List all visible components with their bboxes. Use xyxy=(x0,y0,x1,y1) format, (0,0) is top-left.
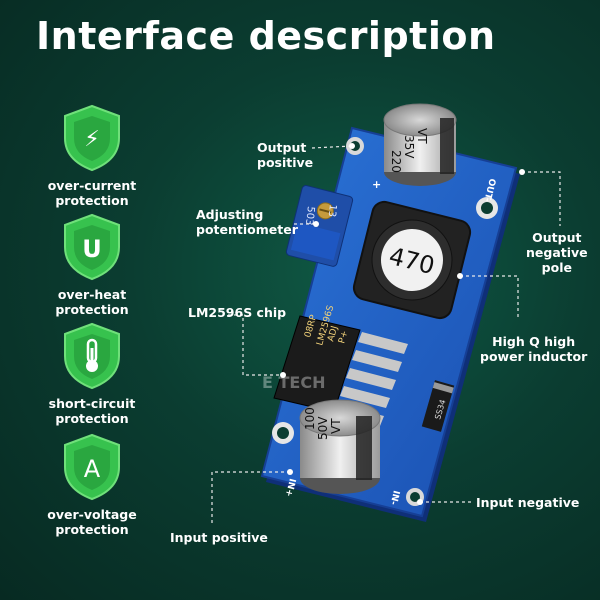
feature-over-current: ⚡ over-current protection xyxy=(40,104,144,208)
callout-line: Adjusting xyxy=(196,207,264,222)
out-plus-marking: + xyxy=(372,178,381,191)
feature-over-voltage: A over-voltage protection xyxy=(40,433,144,537)
feature-glyph: ⚡ xyxy=(84,127,99,152)
inductor xyxy=(352,200,472,320)
callout-line: negative xyxy=(526,245,588,260)
callout-lm2596s-chip: LM2596S chip xyxy=(188,305,287,320)
chip-marking-4: P+ xyxy=(337,330,350,345)
cap-bottom-marking-3: VT xyxy=(329,418,343,434)
thermometer-icon xyxy=(64,322,120,390)
callout-input-positive: Input positive xyxy=(170,530,268,545)
callout-input-negative: Input negative xyxy=(476,495,580,510)
cap-bottom-marking-1: 100 xyxy=(303,407,317,430)
watermark: E TECH xyxy=(262,373,325,392)
in-minus-marking: IN- xyxy=(387,489,400,506)
feature-label-line-1: over-heat xyxy=(57,287,127,302)
feature-label-line-1: over-current xyxy=(47,178,137,193)
capacitor-top xyxy=(383,103,457,186)
callout-output-negative: Output negative pole xyxy=(526,230,588,275)
potentiometer xyxy=(285,185,354,267)
callout-line: Output xyxy=(532,230,582,245)
potentiometer-marking-2: 13 xyxy=(326,204,338,218)
cap-bottom-marking-2: 50V xyxy=(316,416,330,440)
diode-ss34 xyxy=(421,380,455,432)
feature-label-line-1: over-voltage xyxy=(47,507,137,522)
callout-line: pole xyxy=(541,260,572,275)
lightning-bolt-icon: ⚡ xyxy=(64,104,120,172)
feature-over-heat: U over-heat protection xyxy=(40,213,144,317)
cap-top-marking-1: 220 xyxy=(389,150,403,173)
letter-u-icon: U xyxy=(64,213,120,281)
callout-line: High Q high xyxy=(492,334,576,349)
callout-line: potentiometer xyxy=(196,222,298,237)
feature-label-line-2: protection xyxy=(55,411,129,426)
callout-line: Output xyxy=(257,140,307,155)
cap-top-marking-3: VT xyxy=(415,128,429,144)
callout-lines xyxy=(211,145,561,523)
feature-glyph: U xyxy=(82,235,102,263)
callout-line: positive xyxy=(257,155,314,170)
page-title: Interface description xyxy=(36,14,496,58)
feature-label-line-2: protection xyxy=(55,193,129,208)
chip-marking-3: ADJ xyxy=(326,325,340,343)
feature-glyph: A xyxy=(84,455,101,483)
callout-dots xyxy=(280,143,525,505)
in-plus-marking: IN+ xyxy=(283,477,297,497)
capacitor-bottom xyxy=(299,399,381,494)
feature-label-line-2: protection xyxy=(55,522,129,537)
potentiometer-marking: 503 xyxy=(303,206,316,226)
callout-output-positive: Output positive xyxy=(257,140,313,170)
feature-label-line-2: protection xyxy=(55,302,129,317)
feature-label-line-1: short-circuit xyxy=(48,396,136,411)
callout-line: power inductor xyxy=(480,349,588,364)
callout-adjusting-potentiometer: Adjusting potentiometer xyxy=(196,207,298,237)
callout-inductor: High Q high power inductor xyxy=(480,334,587,364)
feature-short-circuit: short-circuit protection xyxy=(40,322,144,426)
cap-top-marking-2: 35V xyxy=(402,135,416,159)
letter-a-icon: A xyxy=(64,433,120,501)
